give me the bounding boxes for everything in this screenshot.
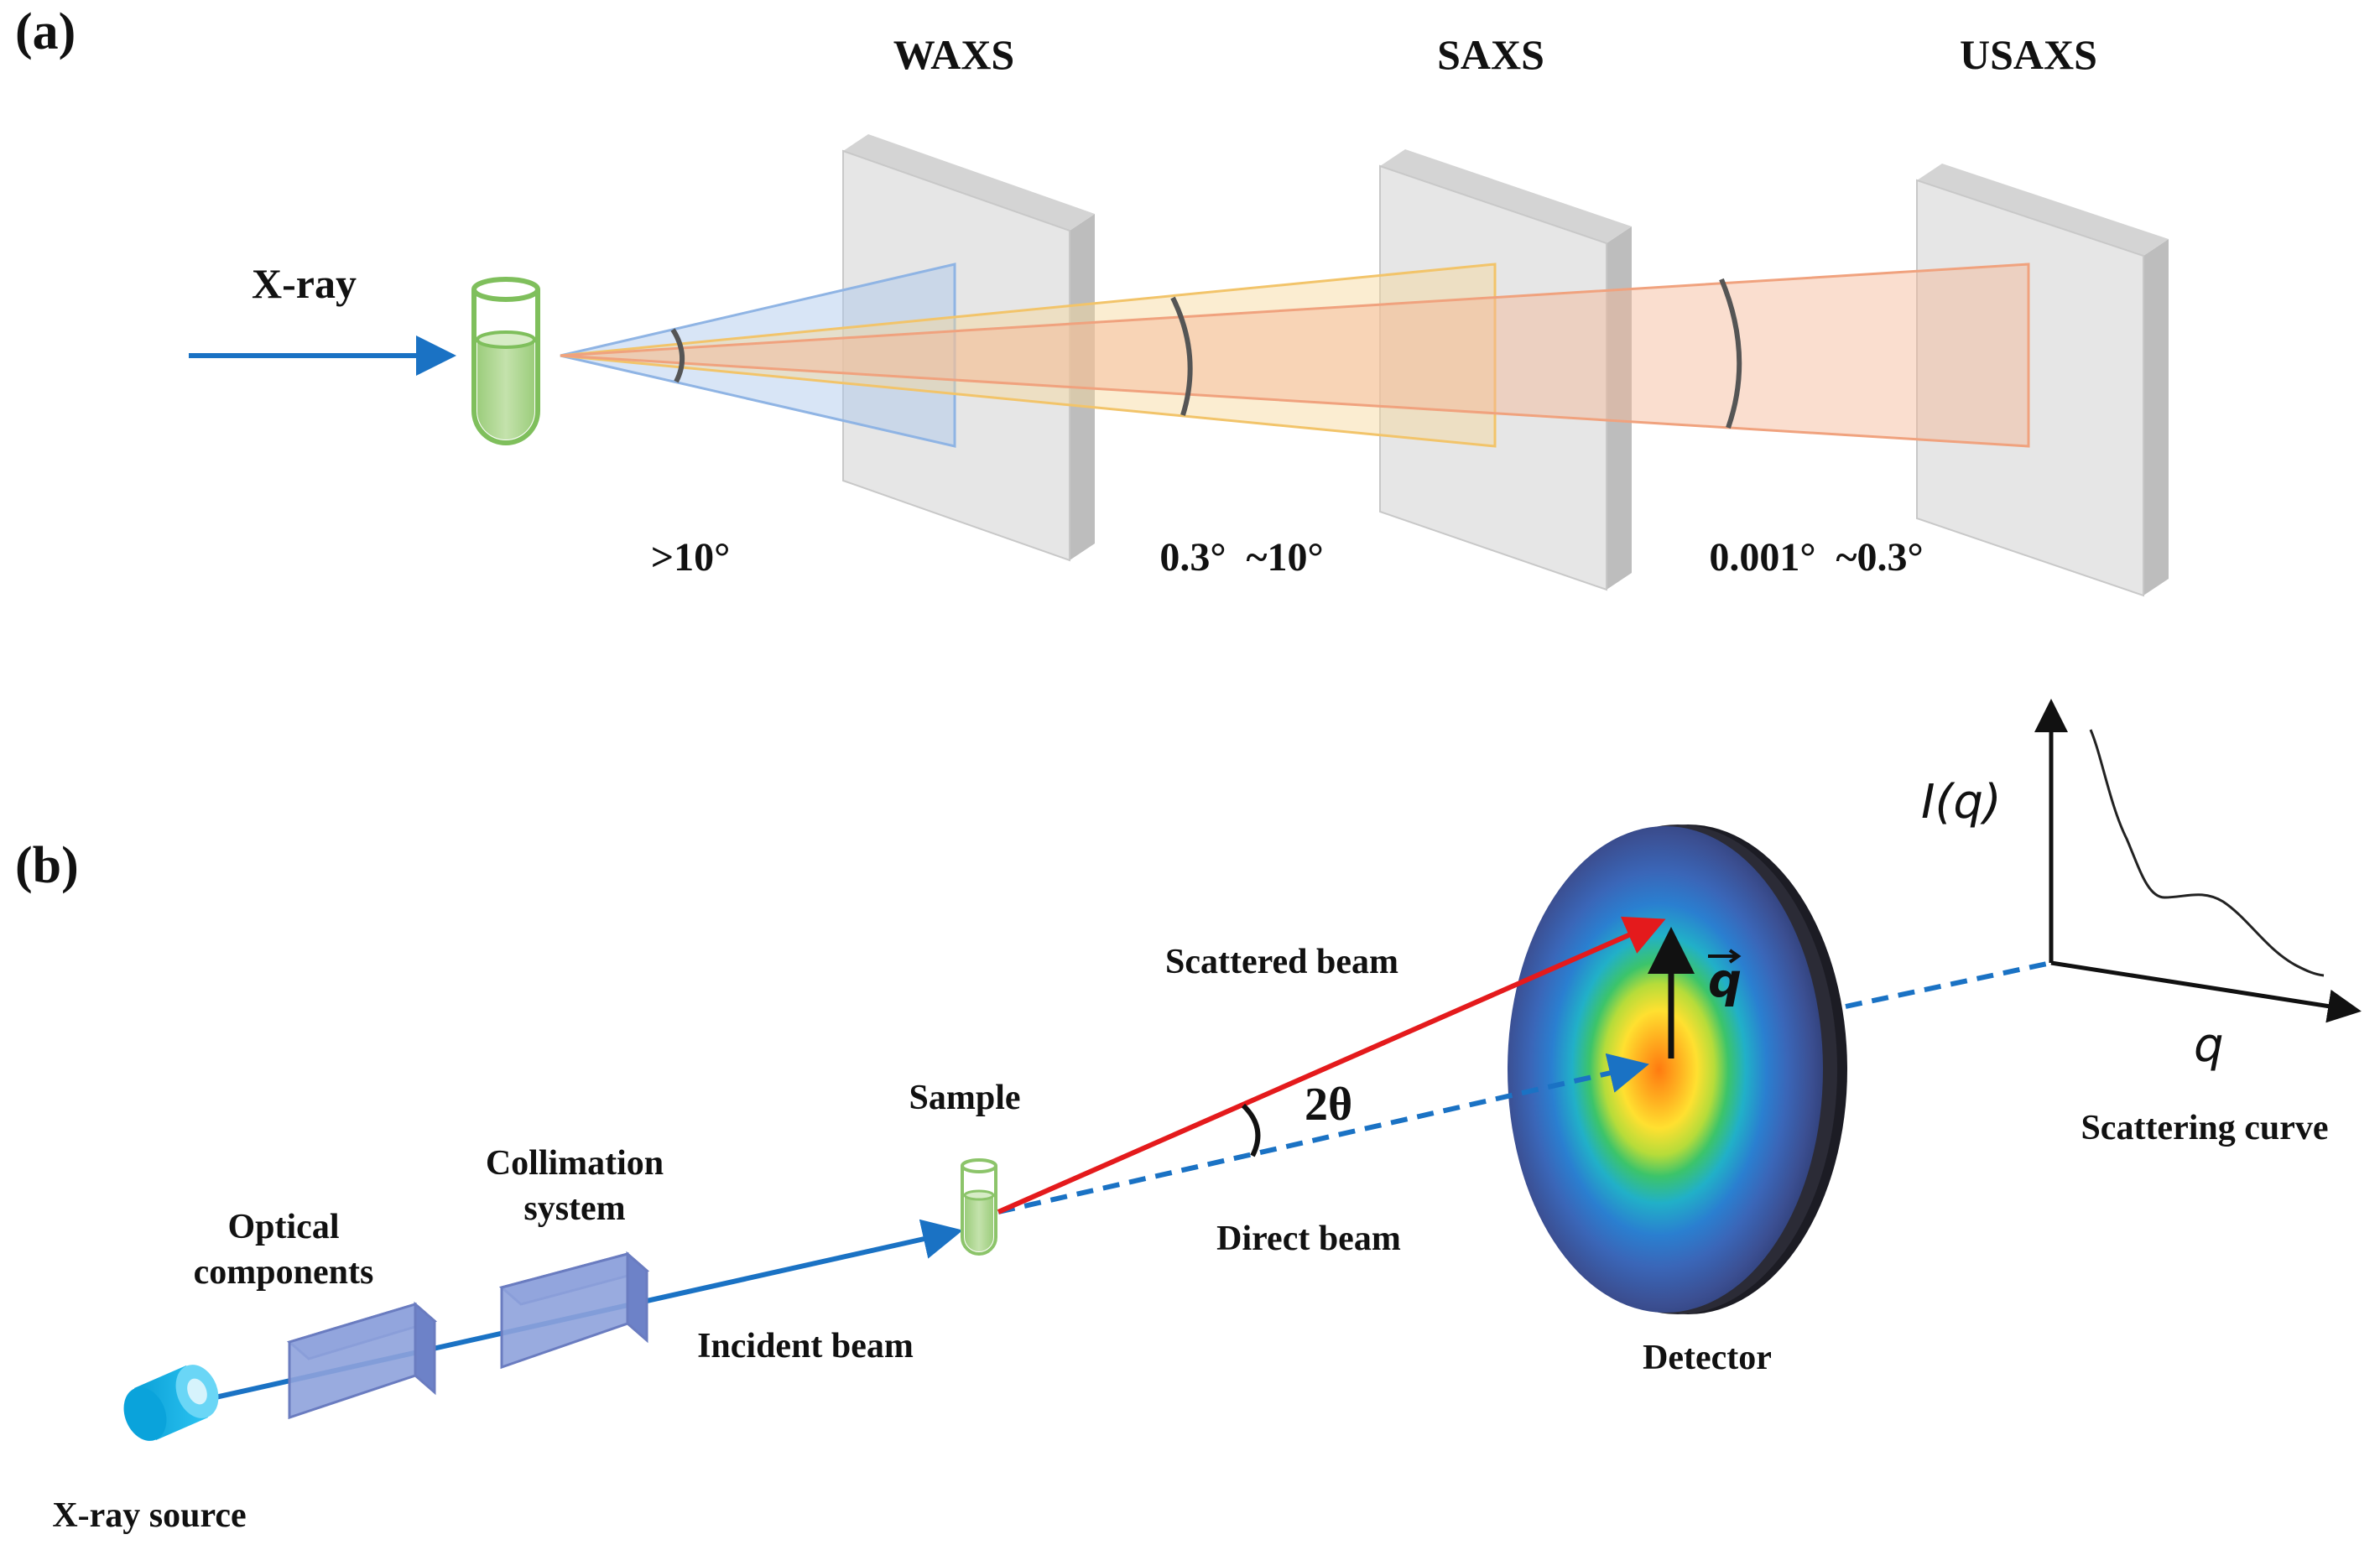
collimation-system-label-line2: system (523, 1189, 625, 1228)
detector-usaxs (1916, 164, 2169, 597)
panel-a-label: (a) (15, 3, 76, 60)
detector-label: Detector (1643, 1339, 1772, 1377)
transmitted-beam-dashed (1845, 960, 2052, 1009)
detector-name-saxs: SAXS (1437, 31, 1544, 78)
optical-components-box (286, 1301, 438, 1420)
q-vector-label: q (1708, 954, 1742, 1008)
xray-source (123, 1365, 219, 1441)
detector-name-usaxs: USAXS (1960, 31, 2097, 78)
panel-b-label: (b) (15, 837, 79, 894)
xray-label: X-ray (252, 260, 357, 307)
angle-range-saxs: 0.3° ~10° (1159, 535, 1323, 580)
xray-source-label: X-ray source (52, 1496, 246, 1535)
scattering-curve-plot: I(q) q (1921, 699, 2362, 1073)
cone-usaxs (560, 263, 2030, 448)
direct-beam-dashed (997, 1053, 1649, 1215)
collimation-system-box (498, 1251, 650, 1370)
angle-range-usaxs: 0.001° ~0.3° (1709, 535, 1923, 580)
two-theta-label: 2θ (1305, 1079, 1352, 1131)
detector-saxs (1379, 149, 1632, 591)
y-axis-label: I(q) (1921, 775, 2002, 830)
angle-arc-saxs (1170, 296, 1193, 416)
sample-tube-a (471, 277, 540, 445)
q-vector-overarrow (1708, 949, 1742, 964)
angle-arc-usaxs (1719, 278, 1742, 429)
sample-tube-b (961, 1158, 997, 1256)
direct-beam-label: Direct beam (1216, 1220, 1401, 1258)
x-axis-label: q (2194, 1018, 2224, 1073)
optical-components-label-line2: components (194, 1253, 374, 1292)
scattering-curve-line (2089, 729, 2325, 977)
x-axis-line (2050, 960, 2362, 1023)
sample-label: Sample (909, 1079, 1020, 1117)
panel-b: (b) (15, 699, 2362, 1535)
incident-beam-label: Incident beam (697, 1327, 914, 1365)
cone-saxs (560, 263, 1497, 448)
panel-a: (a) X-ray (15, 3, 2169, 597)
cone-waxs (560, 263, 956, 448)
scattering-curve-label: Scattering curve (2081, 1109, 2328, 1147)
two-theta-arc (1241, 1103, 1261, 1157)
scattered-beam-label: Scattered beam (1165, 943, 1398, 981)
angle-range-waxs: >10° (651, 535, 731, 580)
angle-arc-waxs (670, 328, 685, 383)
detector-disk (1508, 824, 1847, 1314)
detector-name-waxs: WAXS (893, 31, 1014, 78)
collimation-system-label-line1: Collimation (486, 1144, 664, 1183)
scattered-beam-arrow (997, 916, 1666, 1215)
optical-components-label-line1: Optical (228, 1208, 340, 1246)
